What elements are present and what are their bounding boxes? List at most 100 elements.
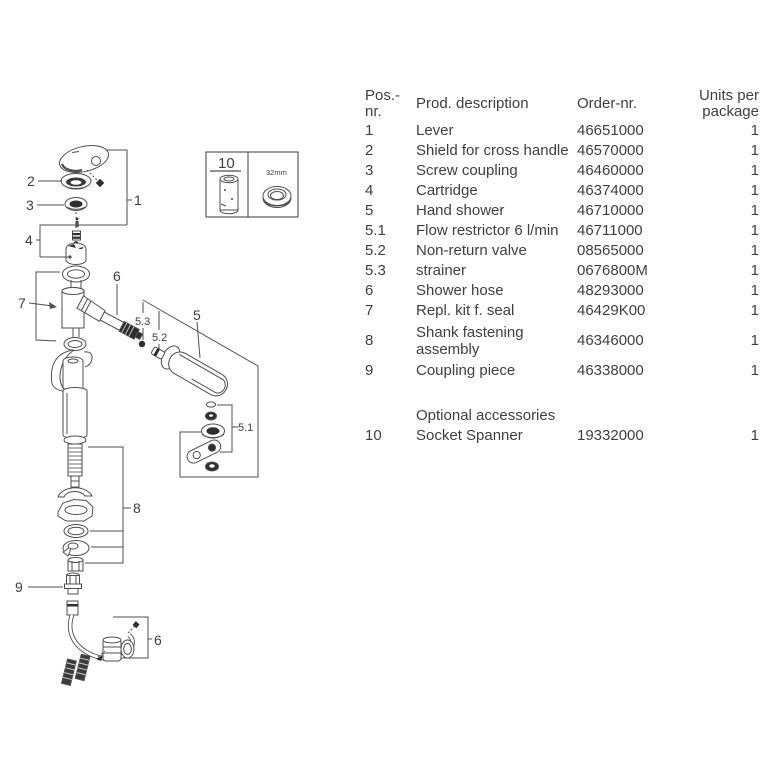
cell-units: 1 — [750, 282, 759, 299]
cell-units: 1 — [750, 162, 759, 179]
cell-pos: 1 — [365, 122, 374, 139]
callout-dot — [68, 255, 72, 259]
callout-1: 1 — [134, 192, 142, 208]
cell-pos: 5.2 — [365, 242, 386, 259]
part-lever — [58, 145, 110, 173]
header-units-per-package: Units per package — [698, 86, 759, 120]
callout-5-2: 5.2 — [152, 332, 167, 344]
cell-units: 1 — [750, 202, 759, 219]
cell-desc: Screw coupling — [416, 162, 518, 179]
cell-order: 46374000 — [577, 182, 644, 199]
cell-pos: 2 — [365, 142, 374, 159]
cell-desc: Lever — [416, 122, 454, 139]
cell-pos: 7 — [365, 302, 374, 319]
cell-pos: 5.3 — [365, 262, 386, 279]
callout-7: 7 — [18, 295, 26, 311]
parts-table-body: 1 Lever 46651000 1 2 Shield for cross ha… — [365, 121, 763, 446]
cell-units: 1 — [750, 302, 759, 319]
cell-units: 1 — [750, 182, 759, 199]
cell-desc: Non-return valve — [416, 242, 527, 259]
callout-4: 4 — [25, 232, 33, 248]
cell-desc: Cartridge — [416, 182, 478, 199]
exploded-diagram: 2 3 1 4 7 6 5 5.3 5.2 5.1 8 9 6 10 — [15, 145, 299, 687]
socket-spanner-icon — [219, 174, 239, 215]
cell-order: 46710000 — [577, 202, 644, 219]
inset-size-label: 32mm — [266, 168, 287, 177]
cell-order: 08565000 — [577, 242, 644, 259]
part-wall-plugs — [60, 653, 91, 687]
table-row: Optional accessories — [365, 406, 763, 426]
table-row: 5.2 Non-return valve 08565000 1 — [365, 241, 763, 261]
part-shield — [60, 173, 92, 190]
cell-desc: Coupling piece — [416, 362, 516, 379]
part-screw-coupling — [64, 197, 88, 211]
cell-pos: 8 — [365, 332, 374, 349]
cell-pos: 3 — [365, 162, 374, 179]
table-spacer — [365, 381, 763, 406]
part-hand-shower — [160, 345, 228, 397]
callout-5-3: 5.3 — [135, 316, 150, 328]
cell-units: 1 — [750, 332, 759, 349]
callout-3: 3 — [26, 197, 34, 213]
part-body — [61, 280, 144, 341]
part-oring-lower — [63, 337, 87, 351]
table-row: 6 Shower hose 48293000 1 — [365, 281, 763, 301]
callout-5-1: 5.1 — [238, 422, 253, 434]
callout-2: 2 — [27, 173, 35, 189]
cell-order: 48293000 — [577, 282, 644, 299]
cell-order: 46570000 — [577, 142, 644, 159]
cell-order: 46429K00 — [577, 302, 646, 319]
part-non-return-valve — [151, 346, 165, 360]
part-fastening-set — [57, 480, 94, 572]
lever-screw — [86, 169, 105, 188]
cell-units: 1 — [750, 142, 759, 159]
cell-desc: Optional accessories — [416, 407, 556, 424]
cell-pos: 9 — [365, 362, 374, 379]
table-row: 5 Hand shower 46710000 1 — [365, 201, 763, 221]
part-escutcheon — [50, 349, 93, 393]
cell-order: 19332000 — [577, 427, 644, 444]
table-row: 1 Lever 46651000 1 — [365, 121, 763, 141]
nut-32mm-icon — [262, 186, 292, 208]
callout-5: 5 — [193, 307, 201, 323]
cell-desc: Shower hose — [416, 282, 504, 299]
callout-9: 9 — [15, 579, 23, 595]
part-shank — [62, 387, 88, 485]
cell-units: 1 — [750, 262, 759, 279]
inset-pos-label: 10 — [218, 155, 235, 172]
cell-desc: Hand shower — [416, 202, 505, 219]
cell-desc: strainer — [416, 262, 467, 279]
cell-desc: Flow restrictor 6 l/min — [416, 222, 559, 239]
cell-units: 1 — [750, 362, 759, 379]
cell-desc: Shank fastening assembly — [416, 324, 524, 358]
table-row: 7 Repl. kit f. seal 46429K00 1 — [365, 301, 763, 321]
table-row: 4 Cartridge 46374000 1 — [365, 181, 763, 201]
cell-pos: 4 — [365, 182, 374, 199]
table-row: 5.1 Flow restrictor 6 l/min 46711000 1 — [365, 221, 763, 241]
cell-desc: Repl. kit f. seal — [416, 302, 515, 319]
parts-table-header: Pos.-nr. Prod. description Order-nr. Uni… — [365, 86, 763, 121]
cell-units: 1 — [750, 222, 759, 239]
callout-8: 8 — [133, 500, 141, 516]
header-pos-nr: Pos.-nr. — [365, 86, 401, 120]
cell-order: 46338000 — [577, 362, 644, 379]
cell-units: 1 — [750, 242, 759, 259]
part-oring-upper — [62, 265, 90, 283]
cell-order: 46346000 — [577, 332, 644, 349]
cell-pos: 6 — [365, 282, 374, 299]
cell-pos: 5.1 — [365, 222, 386, 239]
part-cartridge — [65, 217, 87, 265]
table-row: 8 Shank fastening assembly 46346000 1 — [365, 321, 763, 361]
cell-order: 46460000 — [577, 162, 644, 179]
cell-pos: 10 — [365, 427, 382, 444]
cell-units: 1 — [750, 122, 759, 139]
callout-6-bottom: 6 — [154, 632, 162, 648]
cell-desc: Shield for cross handle — [416, 142, 569, 159]
header-prod-description: Prod. description — [416, 94, 529, 112]
cell-order: 46651000 — [577, 122, 644, 139]
accessory-inset-box: 10 32mm — [205, 151, 299, 218]
part-coupling-piece — [64, 572, 82, 595]
table-row: 10 Socket Spanner 19332000 1 — [365, 426, 763, 446]
callout-labels: 2 3 1 4 7 6 5 5.3 5.2 5.1 8 9 6 — [15, 173, 253, 648]
